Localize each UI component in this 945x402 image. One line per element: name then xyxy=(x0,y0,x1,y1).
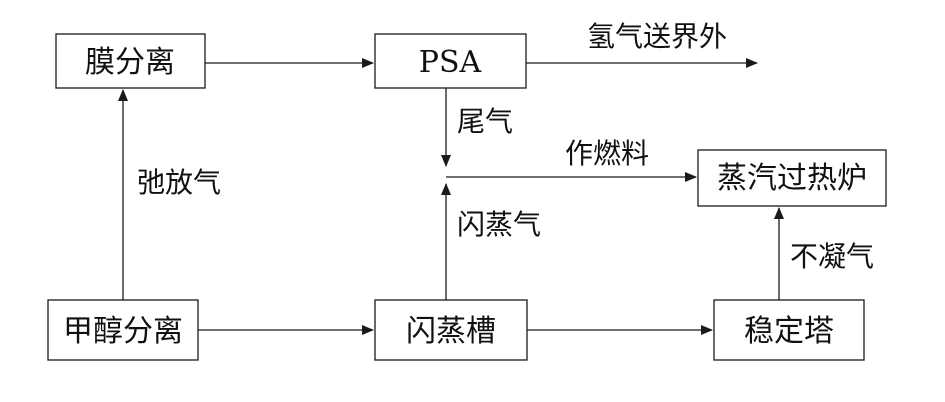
edge-label-purge-gas: 弛放气 xyxy=(137,166,221,199)
edge-label-fuel: 作燃料 xyxy=(565,137,649,170)
edge-label-hydrogen-out: 氢气送界外 xyxy=(587,20,727,53)
edge-label-flash-gas: 闪蒸气 xyxy=(457,208,541,241)
node-membrane-label: 膜分离 xyxy=(85,45,175,80)
node-flash-label: 闪蒸槽 xyxy=(406,314,496,349)
node-psa-box xyxy=(374,33,527,89)
node-methanol-label: 甲醇分离 xyxy=(63,314,183,349)
node-flash-box xyxy=(374,299,528,361)
node-stabilizer-box xyxy=(713,299,865,361)
node-membrane-box xyxy=(55,33,206,89)
edge-label-noncondensable: 不凝气 xyxy=(790,240,874,273)
node-furnace-box xyxy=(697,149,887,207)
node-furnace-label: 蒸汽过热炉 xyxy=(717,161,867,196)
edge-label-tail-gas: 尾气 xyxy=(457,105,513,138)
node-psa-label: PSA xyxy=(419,45,482,80)
node-stabilizer-label: 稳定塔 xyxy=(744,314,834,349)
